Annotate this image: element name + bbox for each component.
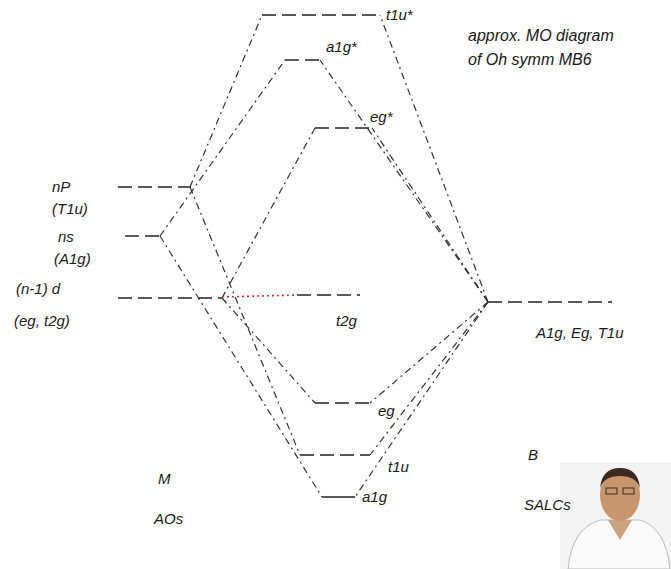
column-label: M <box>158 470 171 487</box>
level-label: eg* <box>370 108 393 125</box>
diagram-title: approx. MO diagram of Oh symm MB6 <box>468 24 618 72</box>
level-label: t1u <box>388 458 409 475</box>
column-label: SALCs <box>524 496 571 513</box>
energy-levels <box>118 15 612 497</box>
level-label: eg <box>378 402 395 419</box>
column-label: B <box>528 446 538 463</box>
symmetry-label: (T1u) <box>52 200 88 217</box>
level-label: t2g <box>336 312 357 329</box>
nonbonding-line <box>222 295 297 297</box>
level-label: a1g* <box>326 38 357 55</box>
symmetry-label: A1g, Eg, T1u <box>536 324 624 341</box>
column-label: AOs <box>154 510 183 527</box>
orbital-label: nP <box>52 178 70 195</box>
symmetry-label: (A1g) <box>54 250 91 267</box>
presenter-figure <box>560 462 671 569</box>
orbital-label: (n-1) d <box>16 280 60 297</box>
level-label: a1g <box>362 488 387 505</box>
orbital-label: ns <box>58 228 74 245</box>
level-label: t1u* <box>386 6 413 23</box>
correlation-lines <box>160 15 488 497</box>
symmetry-label: (eg, t2g) <box>14 312 70 329</box>
